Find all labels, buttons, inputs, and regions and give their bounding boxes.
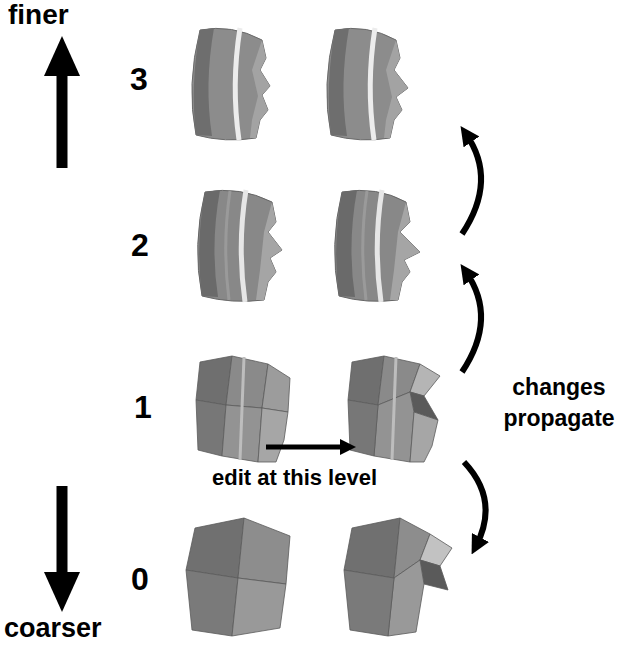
mesh-level-3-original <box>192 28 270 140</box>
mesh-level-3-edited <box>327 28 408 140</box>
propagate-arrow <box>464 462 486 546</box>
propagate-arrow <box>462 272 481 372</box>
level-number: 3 <box>130 62 148 97</box>
direction-label: finer <box>8 0 69 31</box>
edit-arrow <box>266 445 348 450</box>
direction-label: coarser <box>4 614 102 644</box>
mesh-level-0-original <box>186 518 290 636</box>
mesh-level-2-original <box>198 190 282 302</box>
level-number: 1 <box>134 390 152 425</box>
coarser-arrow <box>44 486 80 612</box>
mesh-level-2-edited <box>335 190 420 302</box>
finer-arrow <box>44 36 80 168</box>
level-number: 2 <box>131 228 149 263</box>
level-number: 0 <box>131 562 149 597</box>
propagate-label: changes propagate <box>482 372 636 434</box>
mesh-level-1-edited <box>348 356 440 462</box>
propagate-arrow <box>462 134 481 234</box>
edit-label: edit at this level <box>212 466 377 490</box>
mesh-level-0-edited <box>344 518 452 636</box>
